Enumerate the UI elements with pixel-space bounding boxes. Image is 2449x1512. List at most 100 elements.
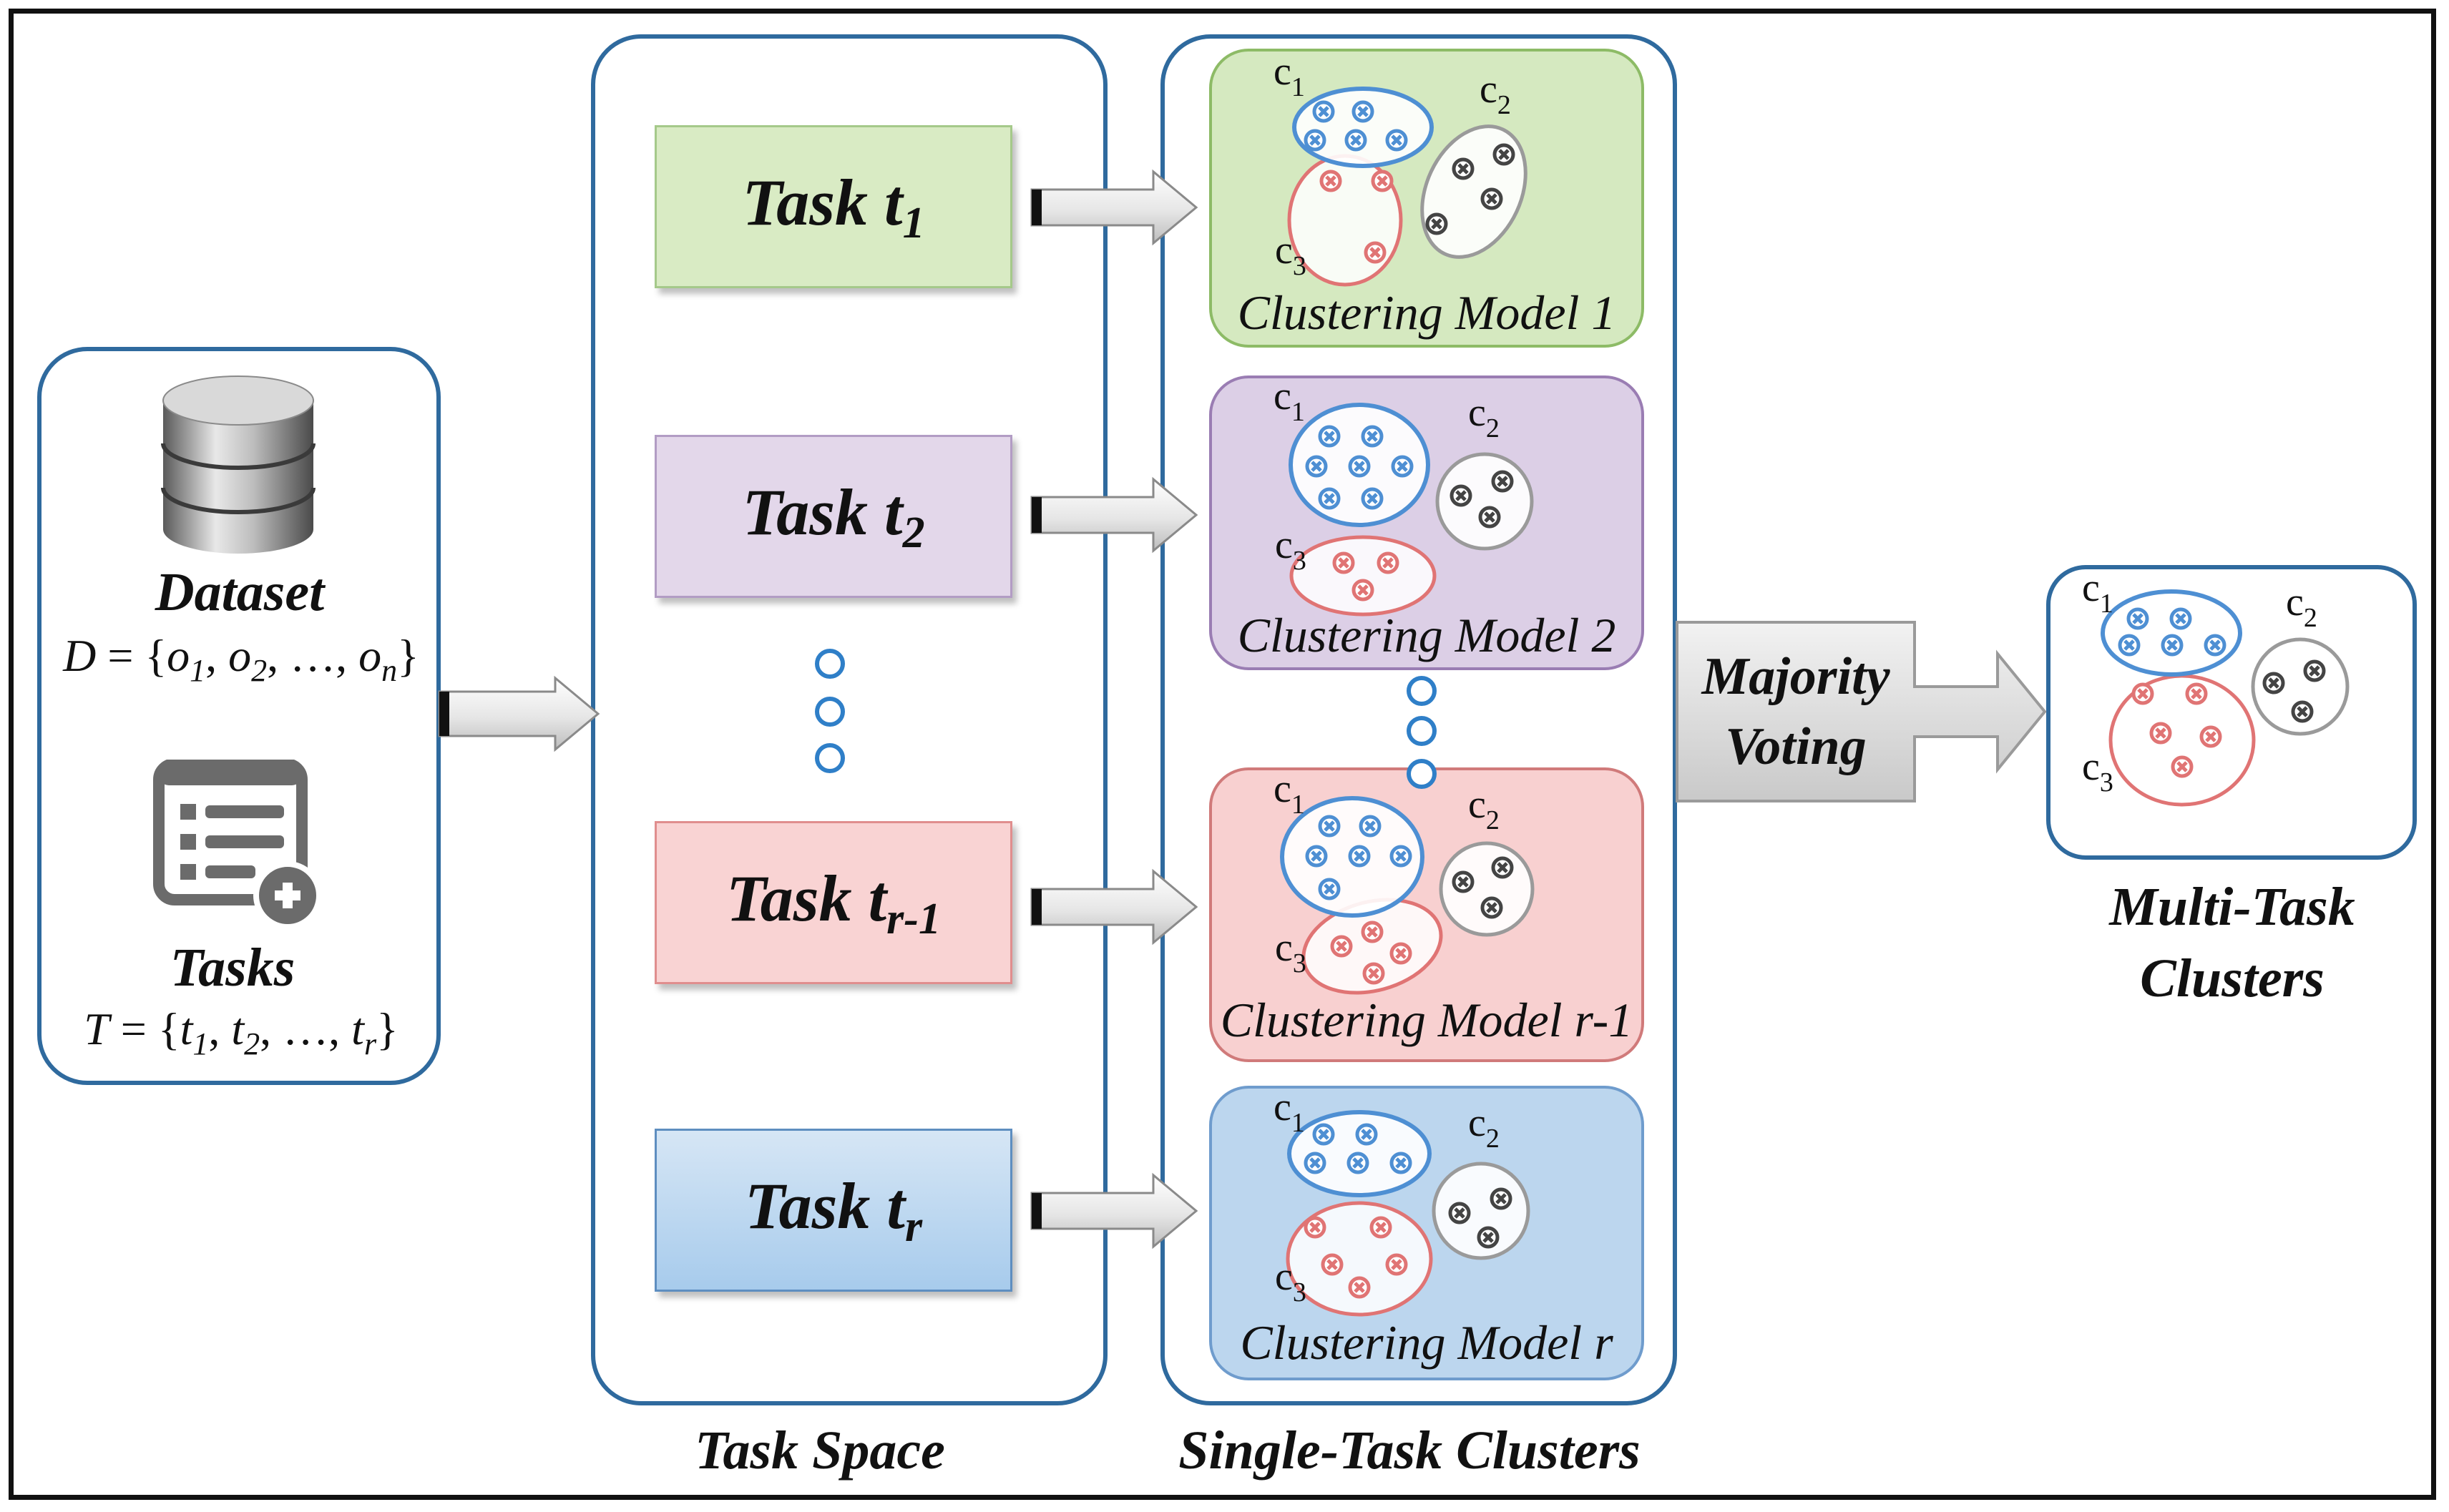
tasks-formula: T = {t1, t2, …, tr} bbox=[44, 1003, 438, 1062]
cluster-label: c2 bbox=[1468, 391, 1500, 443]
cluster-label-subscript: 2 bbox=[1486, 1124, 1500, 1154]
task-subscript: 2 bbox=[902, 509, 925, 557]
cluster-label: c2 bbox=[1480, 67, 1511, 120]
formula-element: t bbox=[180, 1003, 193, 1054]
cluster-label-subscript: 1 bbox=[1291, 790, 1305, 820]
ellipsis-dot bbox=[1407, 759, 1437, 789]
cluster-point-icon bbox=[2185, 682, 2208, 705]
formula-operator: } bbox=[397, 630, 419, 681]
arrow-tail bbox=[1032, 497, 1042, 533]
cluster-point-icon bbox=[1305, 845, 1328, 868]
cluster-point-icon bbox=[1478, 506, 1501, 529]
cluster-point-icon bbox=[1319, 170, 1342, 192]
arrow-tail bbox=[1032, 889, 1042, 925]
task-to-model-arrow-4 bbox=[1030, 1172, 1198, 1250]
cluster-ellipse-c1 bbox=[2101, 589, 2242, 677]
cluster-label-letter: c bbox=[1468, 782, 1486, 827]
cluster-label: c2 bbox=[1468, 782, 1500, 835]
formula-operator: = { bbox=[96, 630, 167, 681]
cluster-point-icon bbox=[1351, 100, 1374, 123]
cluster-label: c1 bbox=[2082, 566, 2113, 619]
cluster-label-subscript: 1 bbox=[1291, 72, 1305, 102]
cluster-point-icon bbox=[1304, 1152, 1326, 1174]
cluster-point-icon bbox=[1348, 1276, 1371, 1299]
cluster-point-icon bbox=[1359, 815, 1382, 838]
single-task-caption: Single-Task Clusters bbox=[1178, 1420, 1641, 1481]
formula-separator: , bbox=[328, 1003, 352, 1054]
cluster-label-subscript: 2 bbox=[1486, 413, 1500, 443]
cluster-point-icon bbox=[2126, 607, 2149, 630]
cluster-point-icon bbox=[1344, 129, 1367, 152]
cluster-point-icon bbox=[1304, 1216, 1326, 1239]
cluster-point-icon bbox=[2171, 755, 2194, 778]
cluster-point-icon bbox=[1330, 935, 1353, 958]
cluster-label-letter: c bbox=[1274, 49, 1291, 94]
tasks-label: Tasks bbox=[170, 938, 295, 998]
cluster-point-icon bbox=[1490, 1187, 1512, 1210]
cluster-point-icon bbox=[2149, 722, 2172, 745]
cluster-label-letter: c bbox=[1468, 391, 1486, 435]
cluster-point-icon bbox=[1371, 170, 1394, 192]
cluster-ellipse-c3 bbox=[1289, 535, 1437, 617]
formula-element: … bbox=[283, 1003, 329, 1054]
arrow-tail bbox=[439, 692, 449, 736]
formula-separator: , bbox=[260, 1003, 283, 1054]
cluster-point-icon bbox=[1385, 1253, 1408, 1276]
task-label: Task t bbox=[742, 476, 903, 549]
dataset-formula: D = {o1, o2, …, on} bbox=[44, 629, 438, 689]
task-to-model-arrow-3 bbox=[1030, 868, 1198, 946]
cluster-point-icon bbox=[1480, 187, 1503, 210]
formula-subscript: 1 bbox=[192, 1026, 209, 1061]
output-label-line1: Multi-Task bbox=[2109, 877, 2355, 937]
cluster-point-icon bbox=[1477, 1226, 1500, 1249]
cluster-label: c3 bbox=[2082, 745, 2113, 797]
cluster-label: c3 bbox=[1275, 228, 1306, 281]
task-space-caption: Task Space bbox=[695, 1420, 945, 1481]
cluster-label: c1 bbox=[1274, 374, 1305, 427]
task-label: Task t bbox=[726, 862, 887, 935]
task-to-model-arrow-1 bbox=[1030, 169, 1198, 246]
cluster-ellipse-c2 bbox=[1432, 1162, 1530, 1260]
cluster-point-icon bbox=[1385, 129, 1408, 152]
cluster-point-icon bbox=[1450, 484, 1472, 507]
cluster-label: c2 bbox=[2286, 580, 2317, 633]
cluster-label-subscript: 2 bbox=[1486, 805, 1500, 835]
model-caption: Clustering Model r bbox=[1240, 1315, 1613, 1370]
output-label-line2: Clusters bbox=[2140, 948, 2325, 1008]
formula-element: … bbox=[290, 630, 336, 681]
formula-subscript: n bbox=[381, 652, 398, 688]
cluster-point-icon bbox=[1318, 878, 1341, 900]
cluster-label-subscript: 1 bbox=[1291, 1108, 1305, 1138]
formula-subscript: 2 bbox=[244, 1026, 260, 1061]
cluster-point-icon bbox=[1361, 487, 1384, 510]
formula-element: o bbox=[358, 630, 382, 681]
arrows-layer bbox=[438, 169, 1198, 1250]
clustering-model-r: Clustering Model r bbox=[1209, 1086, 1644, 1380]
cluster-point-icon bbox=[2131, 682, 2154, 705]
cluster-label: c3 bbox=[1275, 926, 1306, 978]
cluster-point-icon bbox=[1312, 1123, 1335, 1146]
cluster-label: c2 bbox=[1468, 1101, 1500, 1154]
cluster-label: c3 bbox=[1275, 1255, 1306, 1307]
cluster-point-icon bbox=[2118, 634, 2141, 657]
formula-operator: } bbox=[376, 1003, 399, 1054]
cluster-point-icon bbox=[1332, 551, 1355, 574]
cluster-label-letter: c bbox=[2082, 566, 2100, 610]
cluster-label-letter: c bbox=[1275, 926, 1293, 970]
cluster-label-letter: c bbox=[1274, 374, 1291, 418]
model-caption: Clustering Model 1 bbox=[1237, 285, 1616, 340]
cluster-label-letter: c bbox=[1480, 67, 1497, 112]
formula-operator: = { bbox=[109, 1003, 180, 1054]
task-subscript: r-1 bbox=[886, 895, 941, 943]
cluster-ellipse-c2 bbox=[2251, 637, 2350, 736]
cluster-point-icon bbox=[1364, 241, 1387, 264]
cluster-label-subscript: 2 bbox=[1497, 90, 1511, 120]
arrow-tail bbox=[1032, 190, 1042, 225]
cluster-point-icon bbox=[1321, 1253, 1344, 1276]
formula-separator: , bbox=[336, 630, 359, 681]
